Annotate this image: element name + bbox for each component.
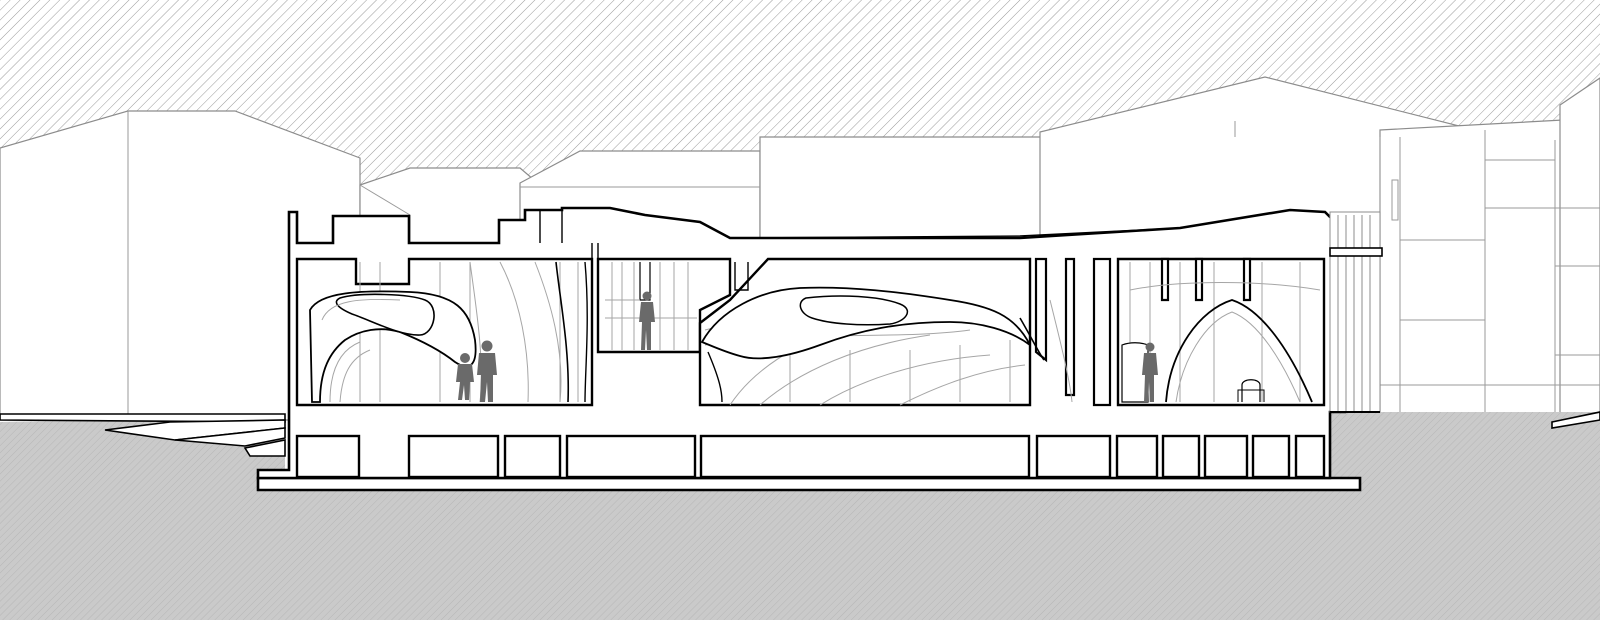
column-bays	[1034, 257, 1252, 407]
room-2-interior	[605, 262, 749, 350]
gallery-room-4	[1116, 257, 1326, 407]
ground-section	[0, 412, 1600, 620]
room-4-arches	[1121, 299, 1313, 403]
right-steps	[1551, 411, 1600, 429]
left-steps	[0, 413, 286, 457]
visitor-a	[456, 353, 474, 400]
right-facade	[1329, 211, 1383, 413]
visitor-d	[1142, 342, 1158, 402]
lower-rooms	[295, 434, 1326, 479]
building-section-cut	[256, 476, 1362, 492]
roof-details	[539, 210, 1181, 259]
gallery-room-2	[596, 257, 732, 354]
visitor-b	[477, 340, 497, 402]
people	[456, 291, 1158, 402]
room-1-sculpture	[309, 261, 588, 403]
visitor-c	[639, 291, 655, 350]
room-3-sculpture	[700, 286, 1073, 403]
